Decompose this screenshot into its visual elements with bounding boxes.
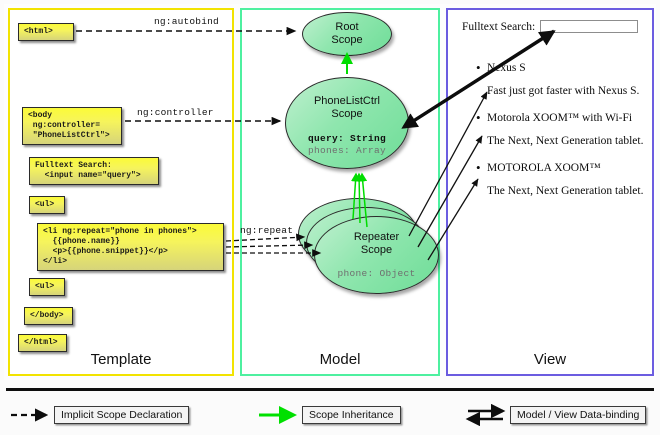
panel-template-label: Template — [90, 351, 152, 368]
scope-root-scope: Root Scope — [302, 12, 392, 56]
view-item-snippet: Fast just got faster with Nexus S. — [487, 85, 640, 97]
view-item-name: Nexus S — [487, 62, 526, 74]
view-item-snippet: The Next, Next Generation tablet. — [487, 135, 644, 147]
bullet-icon: • — [476, 160, 481, 175]
double-arrow-icon — [465, 403, 506, 427]
template-box-ul-close: <ul> — [29, 278, 65, 296]
panel-model-label: Model — [319, 351, 361, 368]
view-content: Fulltext Search: • Nexus S Fast just got… — [456, 20, 648, 198]
green-arrow-icon — [259, 406, 297, 424]
scope-rep-title-2: Scope — [360, 244, 393, 256]
view-item-name: MOTOROLA XOOM™ — [487, 162, 601, 174]
legend-item-model-view-data-binding: Model / View Data-binding — [465, 398, 647, 432]
legend-item-implicit-scope-declaration: Implicit Scope Declaration — [10, 398, 190, 432]
scope-plc-prop-phones: phones: Array — [307, 145, 386, 156]
view-list-item: • MOTOROLA XOOM™ The Next, Next Generati… — [456, 161, 648, 198]
view-search-label: Fulltext Search: — [462, 20, 536, 33]
connector-label-ng-autobind: ng:autobind — [154, 16, 219, 27]
legend-item-scope-inheritance: Scope Inheritance — [258, 398, 401, 432]
connector-label-ng-repeat: ng:repeat — [240, 225, 294, 236]
scope-plc-prop-query: query: String — [307, 133, 386, 144]
legend-label-implicit-scope-declaration: Implicit Scope Declaration — [54, 406, 190, 424]
template-box-html-close: </html> — [18, 334, 67, 352]
bullet-icon: • — [476, 110, 481, 125]
bullet-icon: • — [476, 60, 481, 75]
scope-rep-title-1: Repeater — [353, 231, 400, 243]
view-list-item: • Motorola XOOM™ with Wi-Fi The Next, Ne… — [456, 111, 648, 148]
view-item-snippet: The Next, Next Generation tablet. — [487, 185, 644, 197]
template-box-search-input: Fulltext Search: <input name="query"> — [29, 157, 159, 185]
scope-root-title-1: Root — [335, 21, 359, 33]
panel-view: View Fulltext Search: • Nexus S Fast jus… — [446, 8, 654, 376]
scope-plc-title-2: Scope — [331, 108, 363, 120]
scope-plc-title-1: PhoneListCtrl — [313, 95, 381, 107]
legend-divider — [6, 388, 654, 391]
template-box-html-open: <html> — [18, 23, 74, 41]
template-box-li-repeat: <li ng:repeat="phone in phones"> {{phone… — [37, 223, 224, 271]
panel-model: Model — [240, 8, 440, 376]
template-box-body-close: </body> — [24, 307, 73, 325]
view-search-input[interactable] — [540, 20, 639, 33]
template-box-ul-open: <ul> — [29, 196, 65, 214]
view-list-item: • Nexus S Fast just got faster with Nexu… — [456, 61, 648, 98]
connector-label-ng-controller: ng:controller — [137, 107, 214, 118]
legend-label-model-view-data-binding: Model / View Data-binding — [510, 406, 647, 424]
scope-repeater-scope: Repeater Scope phone: Object — [314, 216, 439, 294]
view-item-name: Motorola XOOM™ with Wi-Fi — [487, 112, 633, 124]
panel-view-label: View — [533, 351, 567, 368]
legend-label-scope-inheritance: Scope Inheritance — [302, 406, 401, 424]
template-box-body-open: <body ng:controller= "PhoneListCtrl"> — [22, 107, 122, 145]
scope-root-title-2: Scope — [331, 34, 363, 46]
diagram-frame: Template <html> <body ng:controller= "Ph… — [4, 4, 656, 380]
scope-phonelistctrl-scope: PhoneListCtrl Scope query: String phones… — [285, 77, 409, 169]
dashed-arrow-icon — [11, 408, 49, 422]
legend: Implicit Scope Declaration Scope Inherit… — [0, 398, 660, 432]
view-search-row: Fulltext Search: — [462, 20, 648, 33]
scope-rep-prop-phone: phone: Object — [337, 268, 416, 279]
